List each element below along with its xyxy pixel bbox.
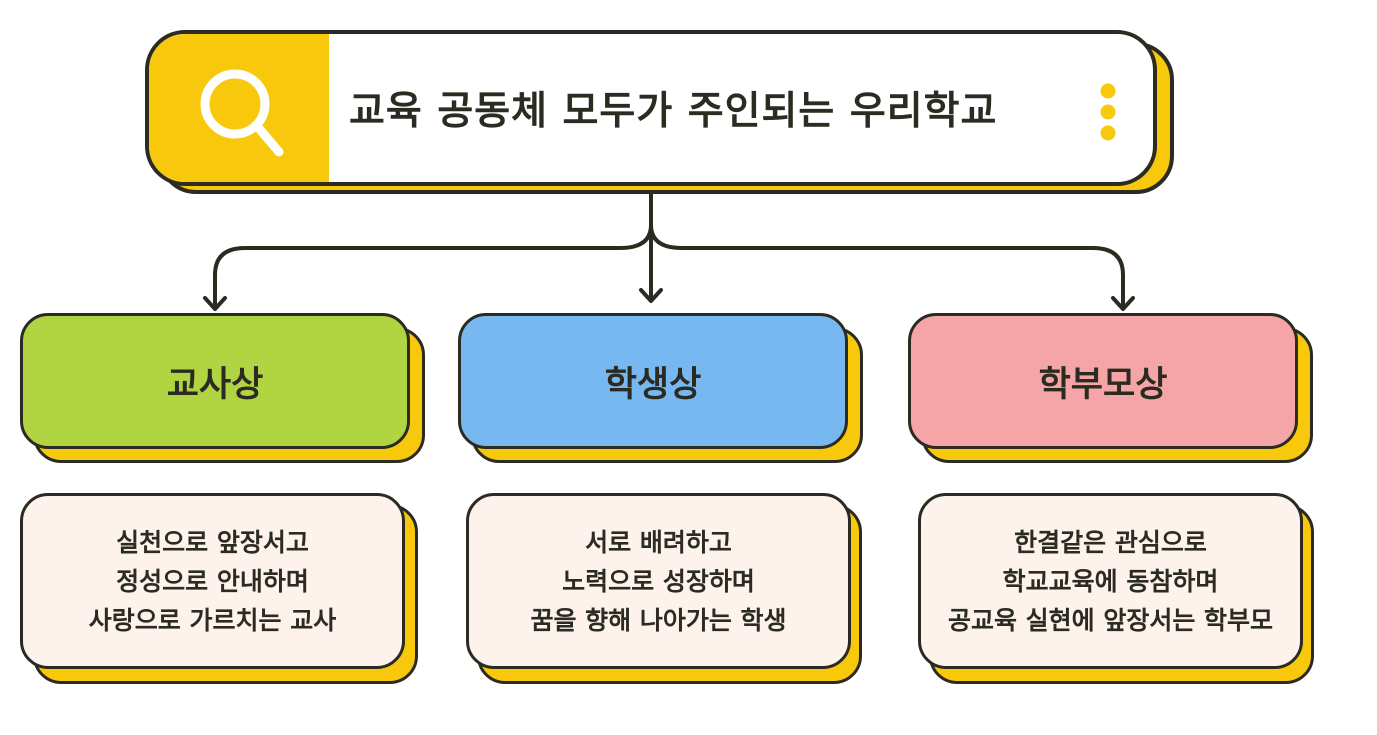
search-icon [200, 69, 284, 157]
branch-right [649, 223, 1125, 310]
parent-card: 학부모상 [908, 313, 1298, 449]
student-line-2: 노력으로 성장하며 [562, 566, 755, 596]
teacher-description: 실천으로 앞장서고 정성으로 안내하며 사랑으로 가르치는 교사 [20, 493, 405, 669]
title-icon-block [149, 34, 329, 182]
parent-line-1: 한결같은 관심으로 [1014, 527, 1207, 557]
arrowhead-right [1111, 296, 1135, 311]
teacher-line-3: 사랑으로 가르치는 교사 [88, 605, 337, 635]
teacher-line-1: 실천으로 앞장서고 [116, 527, 309, 557]
parent-description: 한결같은 관심으로 학교교육에 동참하며 공교육 실현에 앞장서는 학부모 [918, 493, 1303, 669]
teacher-line-2: 정성으로 안내하며 [116, 566, 309, 596]
kebab-menu-icon [1100, 83, 1116, 141]
student-description: 서로 배려하고 노력으로 성장하며 꿈을 향해 나아가는 학생 [466, 493, 851, 669]
arrowhead-center [639, 288, 663, 303]
parent-heading: 학부모상 [1038, 364, 1168, 405]
branch-left [213, 223, 653, 310]
student-line-3: 꿈을 향해 나아가는 학생 [530, 605, 787, 635]
student-card: 학생상 [458, 313, 848, 449]
student-line-1: 서로 배려하고 [585, 527, 732, 557]
title-bar: 교육 공동체 모두가 주인되는 우리학교 [145, 30, 1157, 186]
page-title: 교육 공동체 모두가 주인되는 우리학교 [349, 89, 998, 134]
arrowhead-left [203, 296, 227, 311]
teacher-heading: 교사상 [166, 364, 264, 405]
parent-line-3: 공교육 실현에 앞장서는 학부모 [947, 605, 1274, 635]
student-heading: 학생상 [604, 364, 702, 405]
teacher-card: 교사상 [20, 313, 410, 449]
parent-line-2: 학교교육에 동참하며 [1002, 566, 1219, 596]
